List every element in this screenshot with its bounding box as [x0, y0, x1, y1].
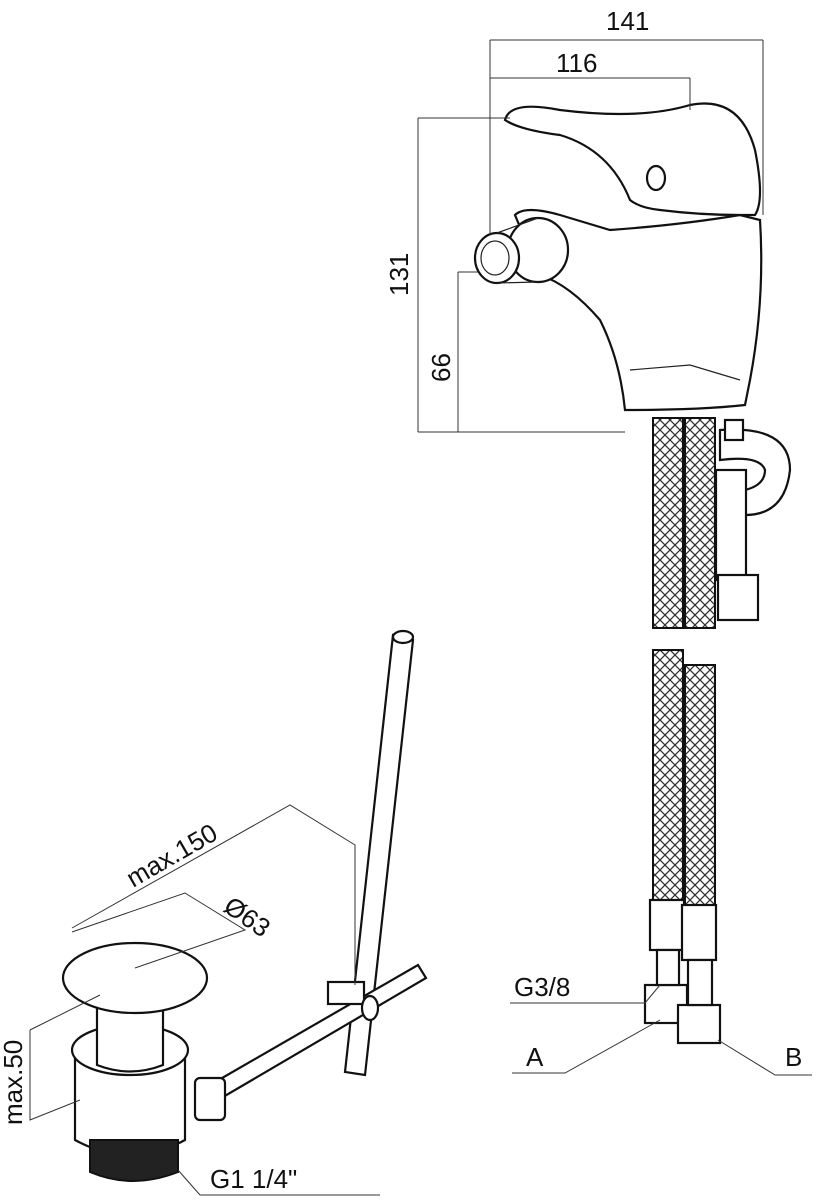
fixing-bracket	[714, 418, 792, 622]
label-hose-b: B	[785, 1042, 802, 1072]
faucet-body	[473, 102, 763, 412]
dim-plug-diameter: Ø63	[219, 890, 276, 943]
threaded-tail	[89, 1139, 179, 1182]
spout-nozzle	[473, 216, 570, 285]
popup-waste	[61, 629, 428, 1182]
flexible-hoses	[643, 417, 722, 1045]
handle-indicator	[645, 164, 667, 192]
dim-waste-height: max.50	[0, 1040, 28, 1125]
label-waste-thread: G1 1/4"	[210, 1164, 297, 1194]
clevis	[326, 980, 366, 1006]
pivot-rod	[208, 963, 428, 1102]
dim-spout-width: 116	[556, 48, 597, 78]
label-hose-thread: G3/8	[514, 972, 570, 1002]
dim-spout-height: 66	[426, 353, 456, 382]
waste-dimensions	[29, 804, 380, 1196]
label-hose-a: A	[526, 1042, 544, 1072]
dim-rod-length: max.150	[121, 817, 222, 893]
lever-handle	[503, 102, 762, 217]
dim-overall-width: 141	[606, 6, 649, 36]
dim-overall-height: 131	[384, 253, 414, 296]
faucet-dimensions	[417, 39, 764, 433]
